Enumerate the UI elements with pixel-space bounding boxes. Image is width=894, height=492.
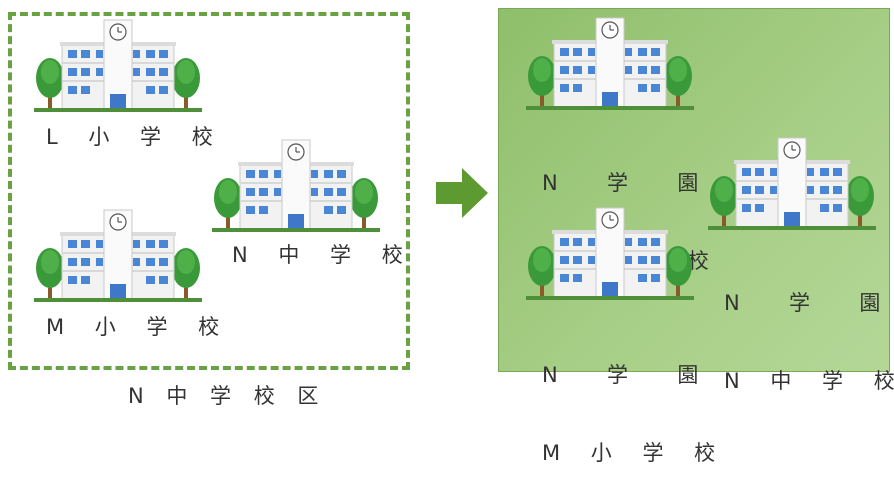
merged-school-former: N 中 学 校 (724, 369, 894, 393)
merged-school-label: N 学 園 N 中 学 校 (724, 238, 894, 420)
school-building-icon (526, 16, 694, 112)
school-label-l-elementary: L 小 学 校 (46, 125, 225, 149)
school-building-icon (34, 208, 202, 304)
merged-school-name: N 学 園 (542, 171, 711, 195)
school-district-box (8, 12, 410, 370)
merged-school-name: N 学 園 (542, 363, 711, 387)
right-arrow-icon (436, 168, 488, 218)
school-building-icon (526, 206, 694, 302)
school-building-icon (212, 138, 380, 234)
school-label-m-elementary: M 小 学 校 (46, 315, 232, 339)
district-caption: N 中 学 校 区 (128, 384, 327, 408)
merged-school-name: N 学 園 (724, 291, 893, 315)
merged-school-former: M 小 学 校 (542, 441, 728, 465)
school-building-icon (34, 18, 202, 114)
school-label-n-junior-high: N 中 学 校 (232, 243, 415, 267)
merged-school-label: N 学 園 M 小 学 校 (542, 310, 727, 492)
school-building-icon (708, 136, 876, 232)
